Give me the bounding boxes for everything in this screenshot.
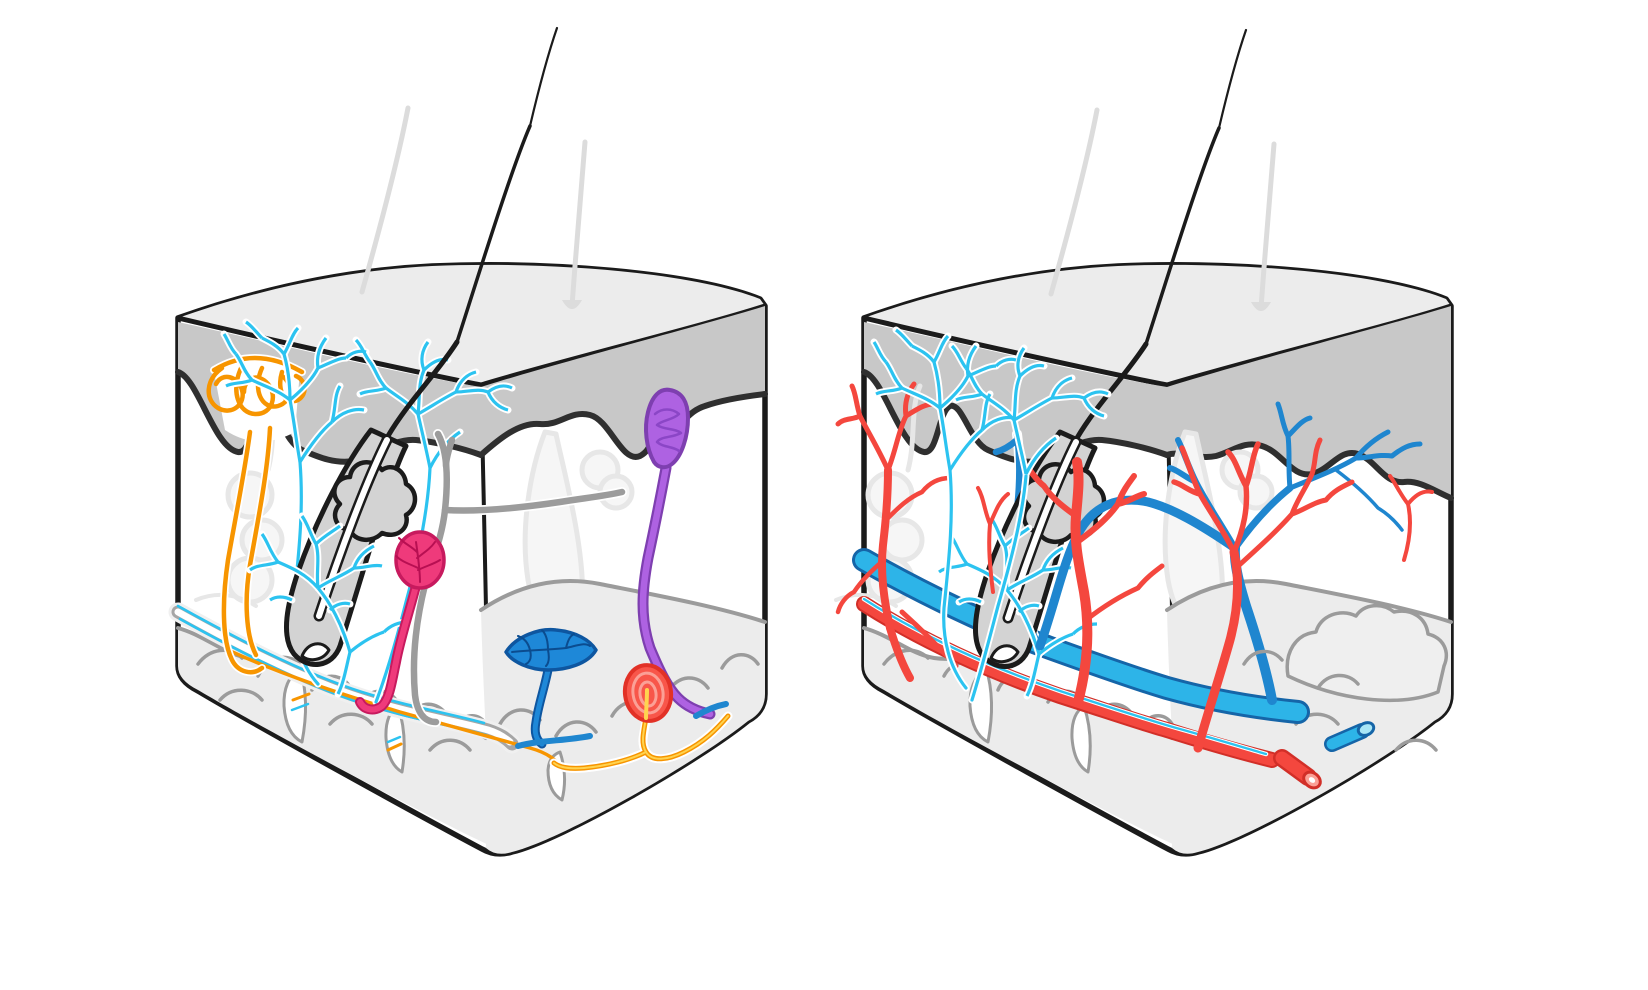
free-nerve-endings (874, 330, 1108, 704)
lamellar-corpuscle (549, 663, 733, 773)
cut-vein-stub (1324, 721, 1376, 752)
tactile-basket-corpuscle (206, 354, 307, 677)
fat-patch (1242, 603, 1449, 703)
cut-artery-stub (1273, 749, 1322, 790)
bulbous-gland (355, 530, 446, 715)
skin-block-nerve-receptors (168, 28, 768, 854)
skin-block-blood-vessels (835, 30, 1454, 854)
tactile-corpuscle (637, 387, 716, 720)
arteries (835, 381, 1434, 753)
deep-plexus-segments (515, 701, 729, 749)
tactile-disc (504, 627, 598, 749)
